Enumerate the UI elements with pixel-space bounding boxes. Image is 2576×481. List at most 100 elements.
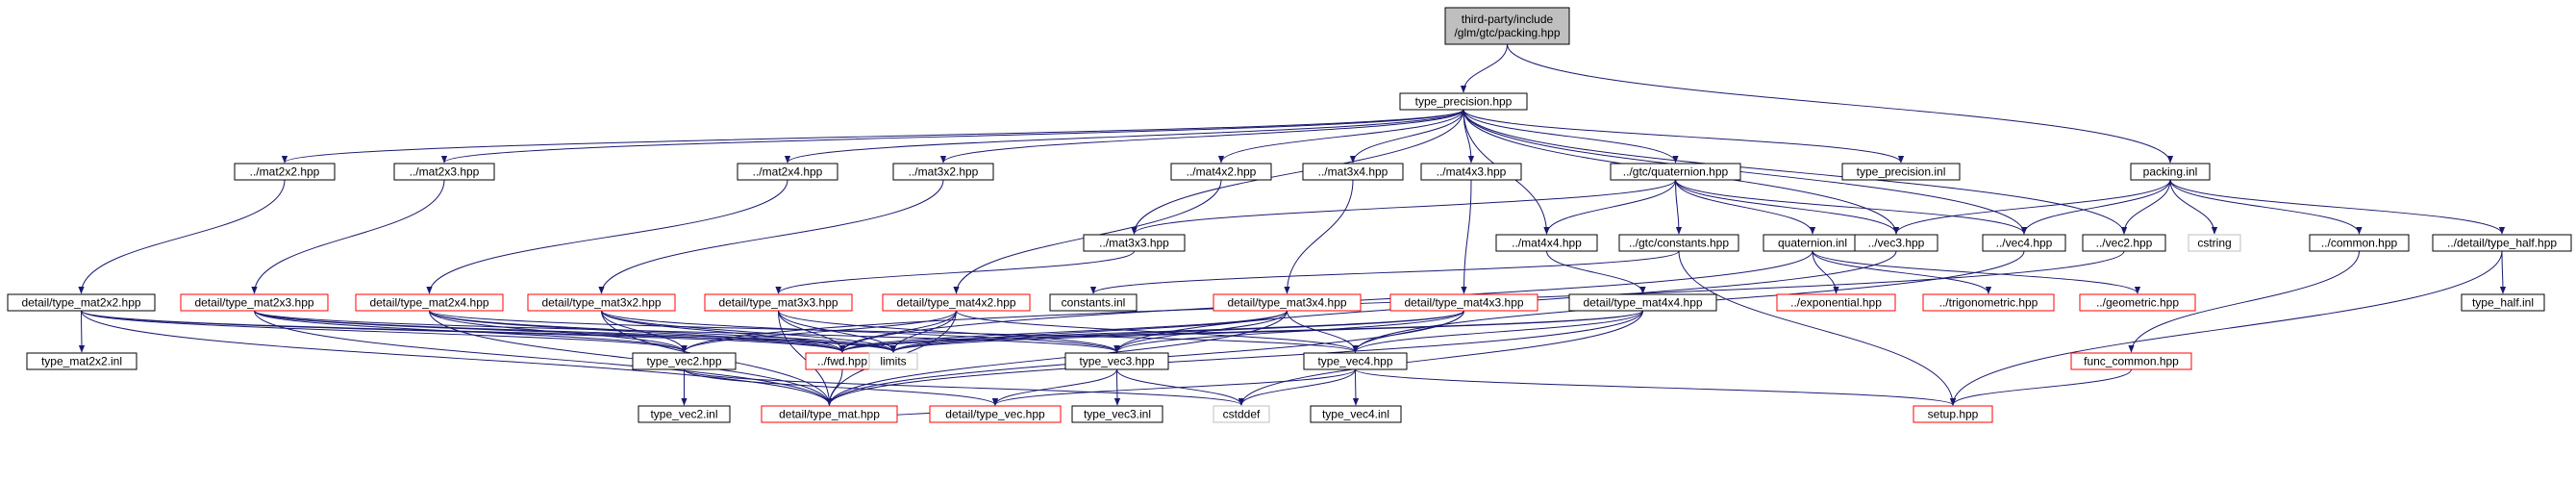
edge-mat2x2-to-type-mat2x2 (78, 179, 286, 294)
node-label: ../fwd.hpp (817, 355, 867, 368)
edge-line (890, 310, 1464, 353)
edge-type-precision-to-mat4x2 (1217, 109, 1464, 164)
node-type-vec3-inl[interactable]: type_vec3.inl (1071, 405, 1163, 423)
node-type-mat2x2[interactable]: detail/type_mat2x2.hpp (7, 293, 156, 312)
edge-line (1284, 179, 1354, 294)
node-label: detail/type_mat4x4.hpp (1583, 296, 1702, 310)
edge-line (2169, 179, 2363, 235)
edge-type-mat3x4-to-type-vec3 (1113, 310, 1288, 353)
edge-line (254, 310, 1120, 353)
edge-line (1461, 179, 1472, 294)
node-label: type_vec3.hpp (1079, 355, 1154, 368)
node-box (2079, 293, 2196, 312)
node-constants-inl[interactable]: constants.inl (1049, 293, 1138, 312)
node-label: func_common.hpp (2084, 355, 2179, 368)
node-quaternion-inl[interactable]: quaternion.inl (1763, 234, 1863, 252)
node-cstring[interactable]: cstring (2188, 234, 2241, 252)
node-type-precision-inl[interactable]: type_precision.inl (1841, 163, 1961, 181)
node-setup[interactable]: setup.hpp (1913, 405, 1993, 423)
edge-type-mat3x3-to-type-vec3 (778, 310, 1120, 353)
node-mat3x2[interactable]: ../mat3x2.hpp (892, 163, 994, 181)
edge-line (429, 310, 1359, 353)
edge-mat2x4-to-type-mat2x4 (426, 179, 788, 294)
node-type-mat3x2[interactable]: detail/type_mat3x2.hpp (527, 293, 676, 312)
node-label: ../mat3x3.hpp (1099, 237, 1169, 250)
edge-line (1460, 43, 1508, 93)
edge-line (1812, 250, 1839, 294)
node-label: type_vec4.hpp (1317, 355, 1392, 368)
node-type-half[interactable]: ../detail/type_half.hpp (2432, 234, 2572, 252)
node-type-vec4[interactable]: type_vec4.hpp (1303, 352, 1408, 370)
node-mat4x3[interactable]: ../mat4x3.hpp (1420, 163, 1522, 181)
node-mat4x2[interactable]: ../mat4x2.hpp (1170, 163, 1272, 181)
node-type-half-inl[interactable]: type_half.inl (2461, 293, 2545, 312)
node-box (1213, 293, 1362, 312)
node-label: ../mat4x3.hpp (1437, 165, 1507, 179)
node-exponential[interactable]: ../exponential.hpp (1776, 293, 1896, 312)
node-mat2x2[interactable]: ../mat2x2.hpp (234, 163, 336, 181)
edge-line (684, 368, 1244, 406)
node-box (1303, 352, 1408, 370)
node-type-mat4x3[interactable]: detail/type_mat4x3.hpp (1389, 293, 1538, 312)
edge-type-mat2x2-to-type-mat (81, 310, 833, 406)
node-vec3[interactable]: ../vec3.hpp (1854, 234, 1938, 252)
node-type-mat3x3[interactable]: detail/type_mat3x3.hpp (704, 293, 853, 312)
node-cstddef[interactable]: cstddef (1213, 405, 1270, 423)
edge-line (1238, 368, 1356, 406)
node-common[interactable]: ../common.hpp (2309, 234, 2410, 252)
edge-line (778, 310, 1120, 353)
edge-line (1355, 368, 1956, 406)
edge-type-mat2x4-to-limits (429, 310, 897, 353)
node-type-mat4x2[interactable]: detail/type_mat4x2.hpp (882, 293, 1031, 312)
edge-line (1090, 250, 1680, 294)
node-type-mat2x2-inl[interactable]: type_mat2x2.inl (26, 352, 138, 370)
node-type-mat2x3[interactable]: detail/type_mat2x3.hpp (180, 293, 329, 312)
node-mat3x4[interactable]: ../mat3x4.hpp (1302, 163, 1404, 181)
node-box (1064, 352, 1169, 370)
edge-type-precision-to-mat2x2 (282, 109, 1464, 164)
node-label: ../mat2x2.hpp (250, 165, 320, 179)
edge-line (2499, 250, 2507, 294)
node-box (1049, 293, 1138, 312)
node-mat4x4[interactable]: ../mat4x4.hpp (1495, 234, 1598, 252)
node-trigonometric[interactable]: ../trigonometric.hpp (1922, 293, 2055, 312)
node-packing-inl[interactable]: packing.inl (2130, 163, 2211, 181)
node-type-vec4-inl[interactable]: type_vec4.inl (1310, 405, 1402, 423)
node-mat2x3[interactable]: ../mat2x3.hpp (393, 163, 495, 181)
node-vec2[interactable]: ../vec2.hpp (2082, 234, 2166, 252)
node-constants[interactable]: ../gtc/constants.hpp (1618, 234, 1739, 252)
edge-line (839, 310, 1643, 353)
node-vec4[interactable]: ../vec4.hpp (1982, 234, 2066, 252)
node-box (1495, 234, 1598, 252)
edge-type-mat2x2-to-type-vec2 (81, 310, 688, 353)
edge-type-half-to-setup (1949, 250, 2503, 406)
node-box (2082, 234, 2166, 252)
node-box (868, 352, 918, 370)
node-type-mat3x4[interactable]: detail/type_mat3x4.hpp (1213, 293, 1362, 312)
node-type-vec3[interactable]: type_vec3.hpp (1064, 352, 1169, 370)
node-quaternion[interactable]: ../gtc/quaternion.hpp (1610, 163, 1741, 181)
node-root[interactable]: third-party/include/glm/gtc/packing.hpp (1444, 7, 1570, 45)
node-mat2x4[interactable]: ../mat2x4.hpp (737, 163, 838, 181)
node-type-mat4x4[interactable]: detail/type_mat4x4.hpp (1568, 293, 1717, 312)
node-mat3x3[interactable]: ../mat3x3.hpp (1083, 234, 1186, 252)
node-type-vec[interactable]: detail/type_vec.hpp (929, 405, 1062, 423)
edge-quaternion-inl-to-trigonometric (1812, 250, 1992, 294)
edge-line (282, 109, 1464, 164)
edge-type-mat3x2-to-type-vec3 (601, 310, 1120, 353)
node-type-mat[interactable]: detail/type_mat.hpp (761, 405, 898, 423)
node-type-mat2x4[interactable]: detail/type_mat2x4.hpp (355, 293, 504, 312)
node-type-precision[interactable]: type_precision.hpp (1399, 92, 1528, 111)
node-type-vec2-inl[interactable]: type_vec2.inl (638, 405, 731, 423)
edge-line (1131, 109, 1464, 235)
node-box (1213, 405, 1270, 423)
edge-line (1675, 179, 1683, 235)
node-fwd[interactable]: ../fwd.hpp (805, 352, 880, 370)
edge-line (81, 310, 833, 406)
node-geometric[interactable]: ../geometric.hpp (2079, 293, 2196, 312)
node-type-vec2[interactable]: type_vec2.hpp (632, 352, 737, 370)
node-limits[interactable]: limits (868, 352, 918, 370)
node-func-common[interactable]: func_common.hpp (2070, 352, 2192, 370)
edge-type-precision-to-vec2 (1463, 109, 2128, 235)
edge-line (681, 310, 957, 353)
